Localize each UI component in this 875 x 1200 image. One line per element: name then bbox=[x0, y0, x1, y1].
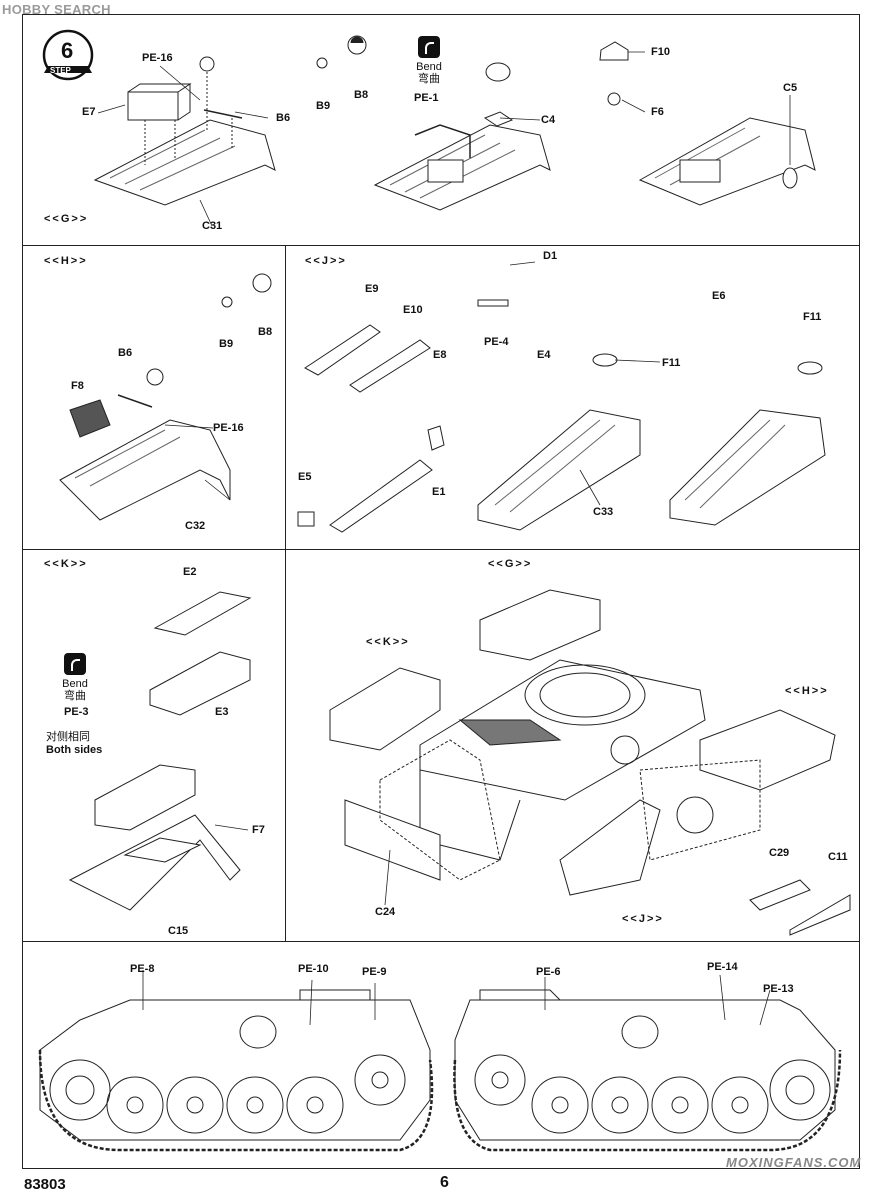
part-c29: C29 bbox=[769, 847, 790, 859]
part-e10: E10 bbox=[403, 304, 423, 316]
part-c24: C24 bbox=[375, 906, 396, 918]
c32-plate-drawing bbox=[59, 273, 272, 521]
k-subassembly-drawing bbox=[68, 591, 252, 911]
bend-icon bbox=[64, 653, 86, 675]
part-c4: C4 bbox=[541, 114, 556, 126]
part-f11-a: F11 bbox=[662, 357, 681, 369]
part-b9-a: B9 bbox=[316, 100, 331, 112]
c5-plate-drawing bbox=[599, 41, 816, 206]
c31-plate-drawing bbox=[93, 56, 276, 206]
part-e6: E6 bbox=[712, 290, 726, 302]
panel-side-views bbox=[22, 941, 860, 1169]
leader-lines bbox=[97, 51, 791, 1026]
part-e8: E8 bbox=[433, 349, 447, 361]
part-f10: F10 bbox=[651, 46, 670, 58]
part-pe3: PE-3 bbox=[64, 706, 89, 718]
both-sides-en: Both sides bbox=[46, 744, 103, 756]
part-pe16-a: PE-16 bbox=[142, 52, 173, 64]
part-f6: F6 bbox=[651, 106, 664, 118]
part-e5: E5 bbox=[298, 471, 312, 483]
part-f7: F7 bbox=[252, 824, 265, 836]
bend-note-pe3: Bend 弯曲 bbox=[50, 653, 100, 702]
section-k-assembly-label: <<K>> bbox=[366, 636, 410, 648]
part-c33: C33 bbox=[593, 506, 614, 518]
part-c11: C11 bbox=[828, 851, 848, 863]
step-badge bbox=[42, 29, 94, 81]
step-number: 6 bbox=[61, 38, 74, 63]
section-j-label: <<J>> bbox=[305, 255, 347, 267]
part-pe8: PE-8 bbox=[130, 963, 155, 975]
part-c15: C15 bbox=[168, 925, 189, 937]
hull-assembly-drawing bbox=[329, 589, 851, 936]
part-pe16-b: PE-16 bbox=[213, 422, 244, 434]
part-b6-a: B6 bbox=[276, 112, 291, 124]
section-h-label: <<H>> bbox=[44, 255, 88, 267]
bend-cn: 弯曲 bbox=[418, 73, 440, 85]
bend-note-pe1: Bend 弯曲 bbox=[404, 36, 454, 85]
section-g-assembly-label: <<G>> bbox=[488, 558, 533, 570]
part-c5: C5 bbox=[783, 82, 798, 94]
part-pe9: PE-9 bbox=[362, 966, 387, 978]
part-e7: E7 bbox=[82, 106, 96, 118]
part-e4: E4 bbox=[537, 349, 551, 361]
section-g-label: <<G>> bbox=[44, 213, 89, 225]
both-sides-cn: 对侧相同 bbox=[46, 731, 90, 743]
hobbysearch-watermark: HOBBY SEARCH bbox=[2, 2, 111, 17]
bend-icon bbox=[418, 36, 440, 58]
j-subassembly-drawing bbox=[297, 299, 826, 533]
part-e9: E9 bbox=[365, 283, 379, 295]
part-pe13: PE-13 bbox=[763, 983, 794, 995]
part-f11-b: F11 bbox=[803, 311, 822, 323]
pe1-plate-drawing bbox=[316, 35, 551, 211]
step-label: STEP bbox=[50, 66, 71, 75]
part-b6-b: B6 bbox=[118, 347, 133, 359]
part-d1: D1 bbox=[543, 250, 558, 262]
part-e2: E2 bbox=[183, 566, 197, 578]
bend-en: Bend bbox=[416, 61, 442, 73]
part-pe14: PE-14 bbox=[707, 961, 738, 973]
part-e3: E3 bbox=[215, 706, 229, 718]
part-b8-b: B8 bbox=[258, 326, 273, 338]
part-b8-a: B8 bbox=[354, 89, 369, 101]
bend-cn: 弯曲 bbox=[64, 690, 86, 702]
part-pe1: PE-1 bbox=[414, 92, 439, 104]
moxingfans-watermark: MOXINGFANS.COM bbox=[726, 1155, 862, 1170]
part-c32: C32 bbox=[185, 520, 206, 532]
section-j-assembly-label: <<J>> bbox=[622, 913, 664, 925]
product-code: 83803 bbox=[24, 1176, 66, 1193]
section-k-label: <<K>> bbox=[44, 558, 88, 570]
part-pe10: PE-10 bbox=[298, 963, 329, 975]
part-b9-b: B9 bbox=[219, 338, 234, 350]
part-f8: F8 bbox=[71, 380, 84, 392]
page-number: 6 bbox=[440, 1174, 449, 1191]
right-side-view-drawing bbox=[453, 989, 842, 1152]
bend-en: Bend bbox=[62, 678, 88, 690]
part-pe4: PE-4 bbox=[484, 336, 509, 348]
section-h-assembly-label: <<H>> bbox=[785, 685, 829, 697]
part-pe6: PE-6 bbox=[536, 966, 561, 978]
left-side-view-drawing bbox=[38, 989, 434, 1152]
part-c31: C31 bbox=[202, 220, 223, 232]
part-e1: E1 bbox=[432, 486, 446, 498]
